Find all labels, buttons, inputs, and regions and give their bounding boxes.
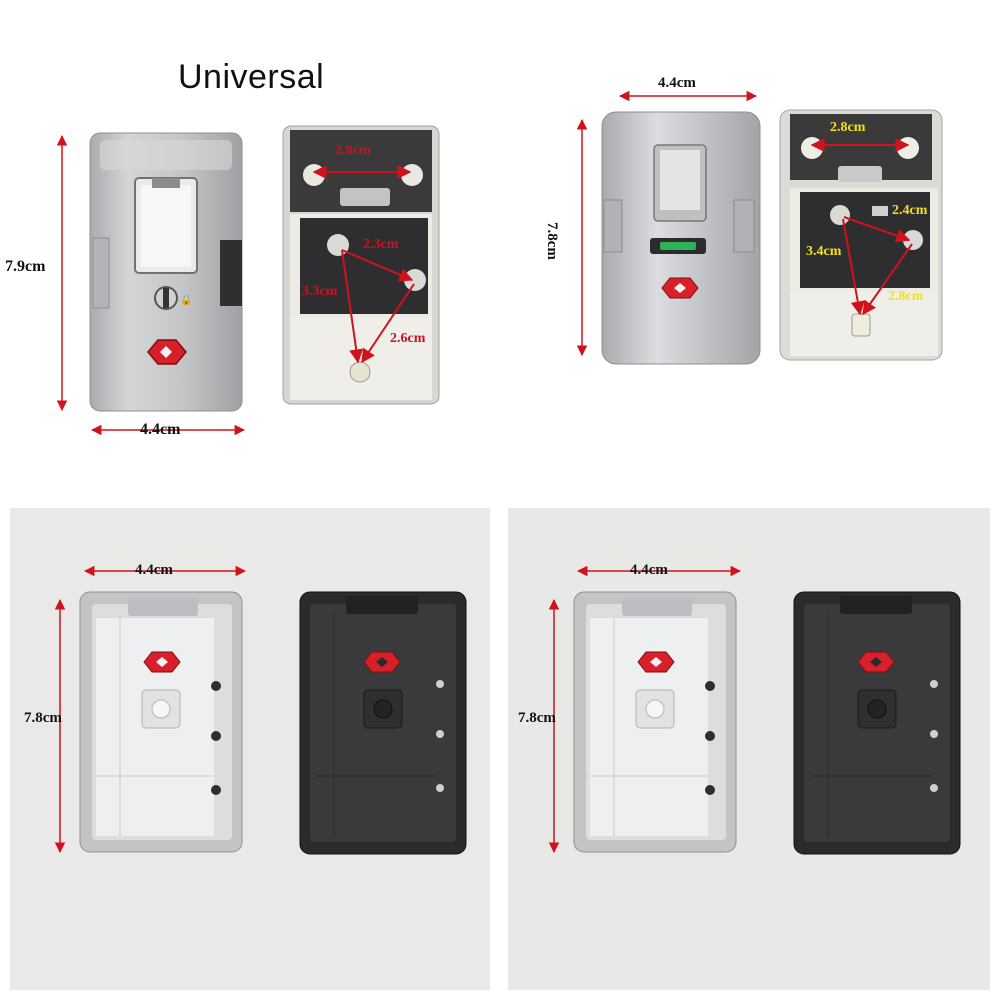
panel-top-right: 4.4cm 7.8cm 2.8cm 2.4cm 3.4cm 2.8cm (500, 0, 1000, 500)
black-lock-back (299, 591, 467, 855)
width-label-2: 4.4cm (658, 75, 696, 91)
top-right-illustration (576, 90, 943, 365)
height-label-4: 7.8cm (518, 710, 556, 726)
width-label-4: 4.4cm (630, 562, 668, 578)
svg-text:🔒: 🔒 (180, 294, 192, 306)
annotation-pin-spacing: 2.8cm (335, 143, 371, 158)
black-lock-back-2 (793, 591, 961, 855)
panel-bottom-left: 4.4cm 7.8cm (10, 508, 490, 990)
annotation-lower-2: 2.8cm (888, 289, 924, 304)
annotation-diagonal-2: 3.4cm (806, 244, 842, 259)
annotation-top-diagonal: 2.3cm (363, 237, 399, 252)
height-label-2: 7.8cm (544, 222, 560, 260)
panel-bottom-right: 4.4cm 7.8cm (508, 508, 990, 990)
lock-interior (282, 125, 440, 405)
product-title: Universal (178, 58, 325, 96)
height-label: 7.9cm (5, 258, 46, 275)
annotation-offset-2: 2.4cm (892, 203, 928, 218)
annotation-left-diagonal: 3.3cm (302, 284, 338, 299)
silver-lock-front: 🔒 (89, 132, 243, 412)
panel-top-left: Universal (0, 0, 500, 500)
bottom-right-illustration (548, 565, 961, 855)
silver-lock-front-2 (601, 111, 761, 365)
top-left-illustration: 🔒 (56, 125, 440, 436)
annotation-pin-spacing-2: 2.8cm (830, 120, 866, 135)
annotation-right-diagonal: 2.6cm (390, 331, 426, 346)
bottom-left-illustration (54, 565, 467, 855)
silver-lock-back-2 (573, 591, 737, 853)
width-label: 4.4cm (140, 421, 181, 438)
height-label-3: 7.8cm (24, 710, 62, 726)
width-label-3: 4.4cm (135, 562, 173, 578)
lock-interior-2 (779, 109, 943, 361)
silver-lock-back (79, 591, 243, 853)
